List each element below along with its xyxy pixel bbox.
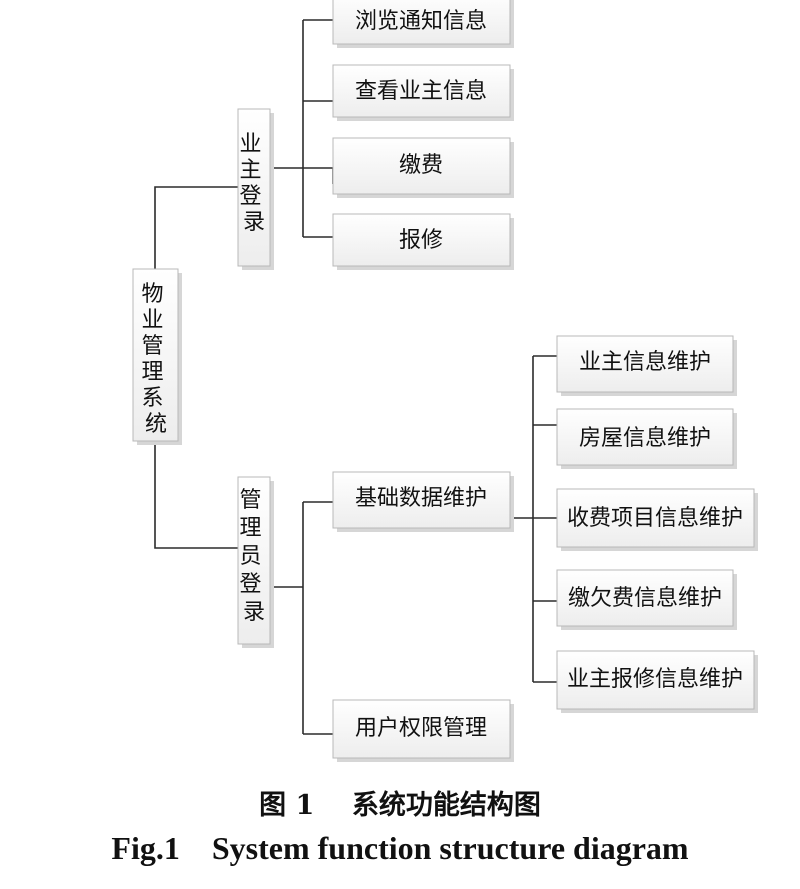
structure-diagram: 物 业 管 理 系 统 业 主 登 录 管 理 员 登 录 <box>132 0 758 762</box>
node-fee-item-maint: 收费项目信息维护 <box>556 488 758 551</box>
node-view-owner-info: 查看业主信息 <box>332 64 514 121</box>
connector-root-owner <box>154 186 238 270</box>
caption-english-title: System function structure diagram <box>211 830 689 866</box>
node-house-info-maint-label: 房屋信息维护 <box>579 426 711 451</box>
node-pay: 缴费 <box>332 137 514 198</box>
connectors <box>154 19 557 735</box>
node-basic-data: 基础数据维护 <box>332 471 514 532</box>
caption-english: Fig.1 System function structure diagram <box>0 830 800 867</box>
node-fee-item-maint-label: 收费项目信息维护 <box>567 506 743 531</box>
caption-chinese-title: 系统功能结构图 <box>351 790 541 821</box>
caption-english-number: Fig.1 <box>111 830 180 866</box>
node-repair-info-maint: 业主报修信息维护 <box>556 650 758 713</box>
caption-chinese: 图 1 系统功能结构图 <box>0 783 800 822</box>
node-browse-notices-label: 浏览通知信息 <box>355 9 487 34</box>
caption-chinese-number: 图 1 <box>259 790 315 821</box>
node-user-permissions-label: 用户权限管理 <box>355 716 487 741</box>
node-admin-login-label: 管 理 员 登 录 <box>239 488 268 625</box>
node-arrears-maint: 缴欠费信息维护 <box>556 569 737 630</box>
node-repair-label: 报修 <box>399 228 443 253</box>
node-arrears-maint-label: 缴欠费信息维护 <box>568 586 722 611</box>
node-owner-info-maint: 业主信息维护 <box>556 335 737 396</box>
node-owner-info-maint-label: 业主信息维护 <box>579 350 711 375</box>
node-root: 物 业 管 理 系 统 <box>132 268 182 445</box>
connector-root-admin <box>154 440 238 549</box>
node-repair-info-maint-label: 业主报修信息维护 <box>567 667 743 692</box>
node-house-info-maint: 房屋信息维护 <box>556 408 737 469</box>
node-owner-login: 业 主 登 录 <box>237 108 274 270</box>
node-browse-notices: 浏览通知信息 <box>332 0 514 48</box>
node-basic-data-label: 基础数据维护 <box>355 486 487 511</box>
node-view-owner-info-label: 查看业主信息 <box>355 79 487 104</box>
node-admin-login: 管 理 员 登 录 <box>237 476 274 648</box>
node-owner-login-label: 业 主 登 录 <box>239 132 268 235</box>
node-root-label: 物 业 管 理 系 统 <box>141 282 170 437</box>
node-pay-label: 缴费 <box>399 153 443 178</box>
node-user-permissions: 用户权限管理 <box>332 699 514 762</box>
caption-gap <box>314 790 352 821</box>
connector-owner-pay <box>303 167 334 184</box>
node-repair: 报修 <box>332 213 514 270</box>
caption-gap <box>180 830 212 866</box>
